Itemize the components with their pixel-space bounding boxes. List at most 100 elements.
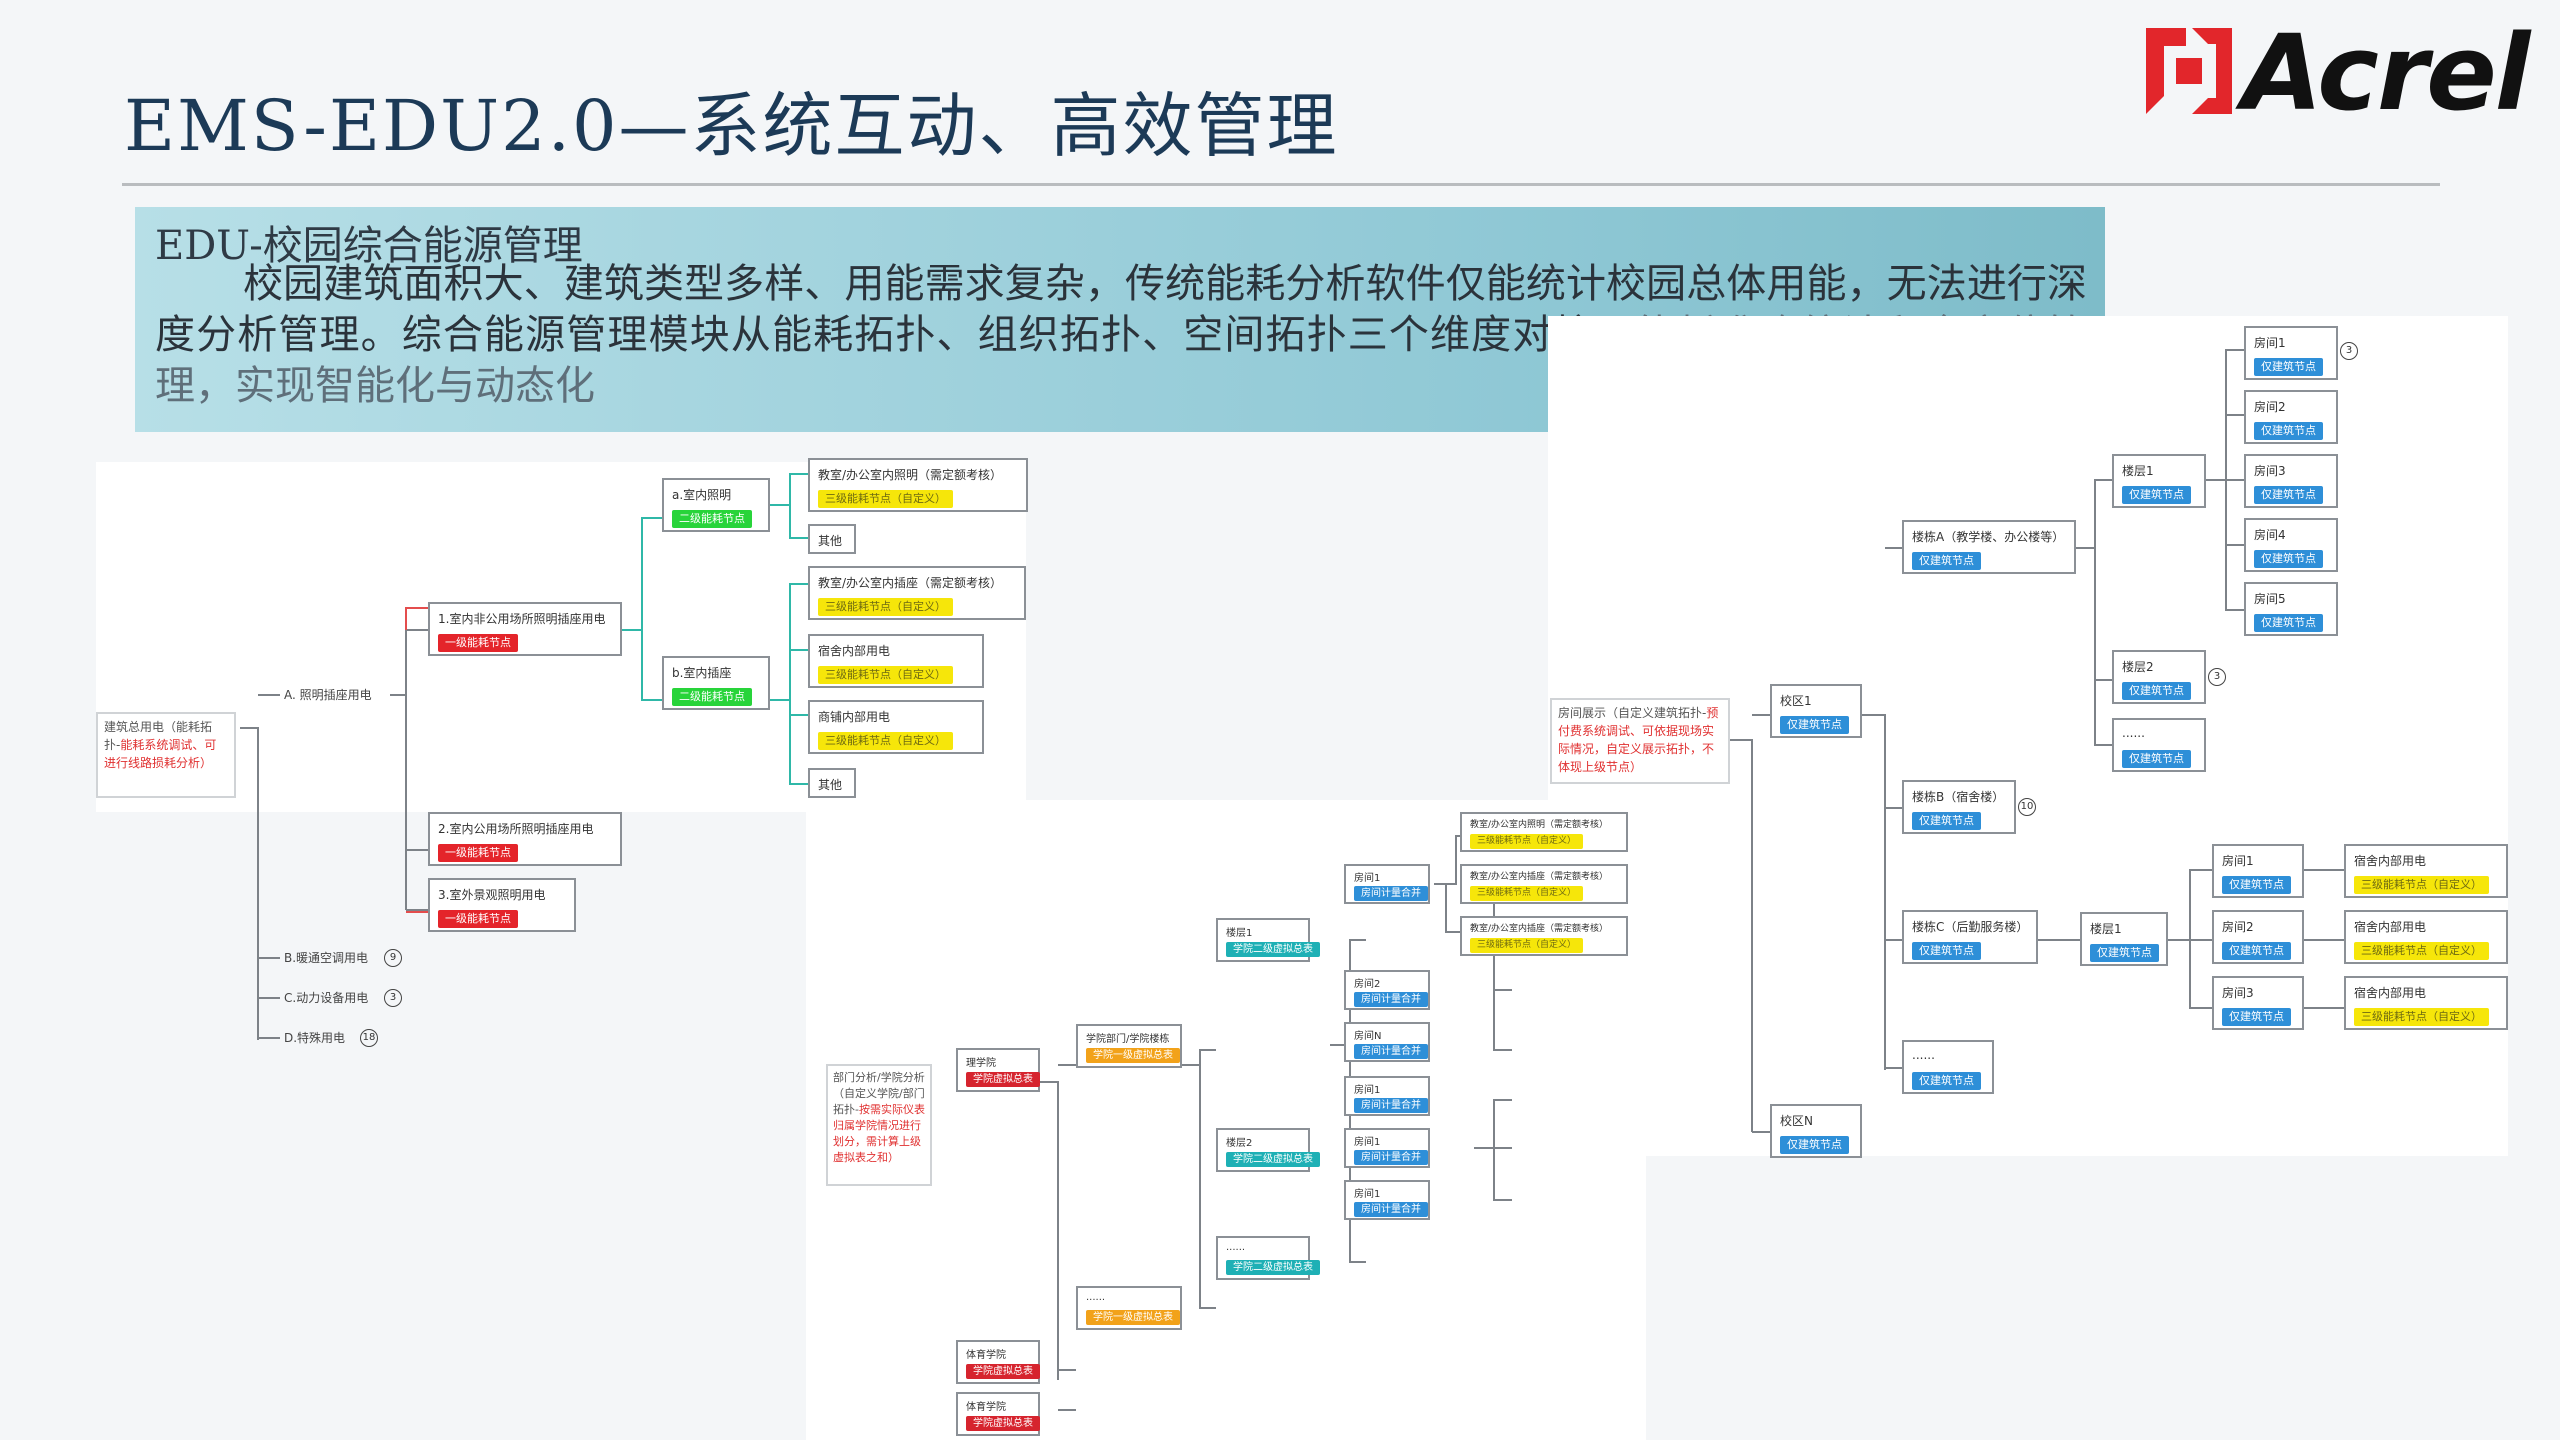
node-dorm-power-2[interactable]: 宿舍内部用电 三级能耗节点（自定义） [2344,910,2508,964]
node-label: 其他 [818,534,843,548]
node-indoor-socket[interactable]: b.室内插座 二级能耗节点 [662,656,770,710]
node-building-more[interactable]: ...... 仅建筑节点 [1902,1040,1994,1094]
node-room-3[interactable]: 房间3 仅建筑节点 [2244,454,2338,508]
node-label: 宿舍内部用电 [2354,920,2427,934]
node-dorm-power-3[interactable]: 宿舍内部用电 三级能耗节点（自定义） [2344,976,2508,1030]
node-other-lighting[interactable]: 其他 [808,524,856,554]
node-org-room-1c[interactable]: 房间1 房间计量合并 [1344,1128,1430,1168]
node-org-room-1[interactable]: 房间1 房间计量合并 [1344,864,1430,904]
building-tag: 仅建筑节点 [2090,944,2159,962]
space-root-black: 房间展示（自定义建筑拓扑- [1558,706,1707,720]
node-label: 3.室外景观照明用电 [438,888,546,902]
node-label: 楼层1 [1226,928,1253,939]
level3-tag: 三级能耗节点（自定义） [2354,1008,2489,1026]
node-label: 房间1 [1354,1137,1381,1148]
node-org-floor-2[interactable]: 楼层2 学院二级虚拟总表 [1216,1128,1320,1172]
count-badge-floor-2: 3 [2208,668,2226,686]
node-label: 房间2 [1354,979,1381,990]
room-sum-tag: 房间计量合并 [1354,1150,1428,1165]
node-label: 房间1 [2222,854,2254,868]
building-tag: 仅建筑节点 [1780,1136,1849,1154]
node-campus-n[interactable]: 校区N 仅建筑节点 [1770,1104,1862,1158]
node-building-a[interactable]: 楼栋A（教学楼、办公楼等） 仅建筑节点 [1902,520,2076,574]
node-label: 教室/办公室内照明（需定额考核） [1470,820,1609,830]
node-org-classroom-socket-1[interactable]: 教室/办公室内插座（需定额考核） 三级能耗节点（自定义） [1460,864,1628,904]
building-tag: 仅建筑节点 [2122,682,2191,700]
node-floor-1-c[interactable]: 楼层1 仅建筑节点 [2080,912,2168,966]
category-b: B.暖通空调用电 [284,951,369,965]
node-floor-more[interactable]: ...... 仅建筑节点 [2112,718,2206,772]
building-tag: 仅建筑节点 [2254,614,2323,632]
node-floor-2[interactable]: 楼层2 仅建筑节点 [2112,650,2206,704]
node-classroom-socket[interactable]: 教室/办公室内插座（需定额考核） 三级能耗节点（自定义） [808,566,1026,620]
node-outdoor-lighting[interactable]: 3.室外景观照明用电 一级能耗节点 [428,878,576,932]
node-dorm-power[interactable]: 宿舍内部用电 三级能耗节点（自定义） [808,634,984,688]
node-other-socket[interactable]: 其他 [808,768,856,798]
node-college-dept-more[interactable]: ...... 学院一级虚拟总表 [1076,1286,1182,1330]
room-sum-tag: 房间计量合并 [1354,1044,1428,1059]
node-room-2[interactable]: 房间2 仅建筑节点 [2244,390,2338,444]
building-tag: 仅建筑节点 [1912,552,1981,570]
level1-tag: 一级能耗节点 [438,910,518,928]
node-pe-college-1[interactable]: 体育学院 学院虚拟总表 [956,1340,1040,1384]
node-org-classroom-lighting[interactable]: 教室/办公室内照明（需定额考核） 三级能耗节点（自定义） [1460,812,1628,852]
node-room-1-c[interactable]: 房间1 仅建筑节点 [2212,844,2304,898]
count-badge-b: 9 [384,949,402,967]
node-indoor-nonpublic[interactable]: 1.室内非公用场所照明插座用电 一级能耗节点 [428,602,622,656]
node-label: 楼栋C（后勤服务楼） [1912,920,2029,934]
node-org-floor-more[interactable]: ...... 学院二级虚拟总表 [1216,1236,1320,1280]
node-indoor-public[interactable]: 2.室内公用场所照明插座用电 一级能耗节点 [428,812,622,866]
room-sum-tag: 房间计量合并 [1354,886,1428,901]
node-org-room-1b[interactable]: 房间1 房间计量合并 [1344,1076,1430,1116]
node-floor-1[interactable]: 楼层1 仅建筑节点 [2112,454,2206,508]
node-indoor-lighting[interactable]: a.室内照明 二级能耗节点 [662,478,770,532]
level3-tag: 三级能耗节点（自定义） [2354,876,2489,894]
node-label: 楼栋B（宿舍楼） [1912,790,2005,804]
node-room-3-c[interactable]: 房间3 仅建筑节点 [2212,976,2304,1030]
building-tag: 仅建筑节点 [2122,750,2191,768]
node-label: 房间1 [1354,873,1381,884]
node-label: 楼层1 [2122,464,2154,478]
node-campus-1[interactable]: 校区1 仅建筑节点 [1770,684,1862,738]
node-dorm-power-1[interactable]: 宿舍内部用电 三级能耗节点（自定义） [2344,844,2508,898]
virtual-tag: 学院虚拟总表 [966,1364,1040,1379]
acrel-logo-icon [2146,28,2232,114]
node-label: 体育学院 [966,1350,1006,1361]
count-badge-building-b: 10 [2018,798,2036,816]
node-label: ...... [2122,726,2145,740]
node-room-4[interactable]: 房间4 仅建筑节点 [2244,518,2338,572]
node-org-floor-1[interactable]: 楼层1 学院二级虚拟总表 [1216,918,1320,962]
level2-tag: 二级能耗节点 [672,510,752,528]
count-badge-c: 3 [384,989,402,1007]
node-org-room-1d[interactable]: 房间1 房间计量合并 [1344,1180,1430,1220]
level1-tag: 一级能耗节点 [438,844,518,862]
building-tag: 仅建筑节点 [2254,486,2323,504]
room-sum-tag: 房间计量合并 [1354,992,1428,1007]
node-room-1[interactable]: 房间1 仅建筑节点 [2244,326,2338,380]
acrel-logo: Acrel [2146,12,2546,134]
node-org-classroom-socket-2[interactable]: 教室/办公室内插座（需定额考核） 三级能耗节点（自定义） [1460,916,1628,956]
category-a: A. 照明插座用电 [284,688,372,702]
node-label: a.室内照明 [672,488,732,502]
node-college[interactable]: 理学院 学院虚拟总表 [956,1048,1040,1092]
node-classroom-lighting[interactable]: 教室/办公室内照明（需定额考核） 三级能耗节点（自定义） [808,458,1028,512]
page-title: EMS-EDU2.0—系统互动、高效管理 [124,85,1339,167]
level3-tag: 三级能耗节点（自定义） [2354,942,2489,960]
node-org-room-2[interactable]: 房间2 房间计量合并 [1344,970,1430,1010]
node-shop-power[interactable]: 商铺内部用电 三级能耗节点（自定义） [808,700,984,754]
node-org-room-n[interactable]: 房间N 房间计量合并 [1344,1022,1430,1062]
org-root-black: 部门分析/学院分析（自定义学院/部门拓扑- [833,1071,925,1116]
node-room-5[interactable]: 房间5 仅建筑节点 [2244,582,2338,636]
node-label: 宿舍内部用电 [818,644,891,658]
node-college-dept[interactable]: 学院部门/学院楼栋 学院一级虚拟总表 [1076,1024,1182,1068]
node-building-b[interactable]: 楼栋B（宿舍楼） 仅建筑节点 [1902,780,2016,834]
space-root-note: 房间展示（自定义建筑拓扑-预付费系统调试、可依据现场实际情况，自定义展示拓扑，不… [1550,698,1730,784]
level3-tag: 三级能耗节点（自定义） [818,666,953,684]
virtual-tag: 学院虚拟总表 [966,1072,1040,1087]
node-room-2-c[interactable]: 房间2 仅建筑节点 [2212,910,2304,964]
node-label: 2.室内公用场所照明插座用电 [438,822,594,836]
node-building-c[interactable]: 楼栋C（后勤服务楼） 仅建筑节点 [1902,910,2038,964]
node-label: 楼层2 [1226,1138,1253,1149]
node-pe-college-2[interactable]: 体育学院 学院虚拟总表 [956,1392,1040,1436]
category-d: D.特殊用电 [284,1031,346,1045]
